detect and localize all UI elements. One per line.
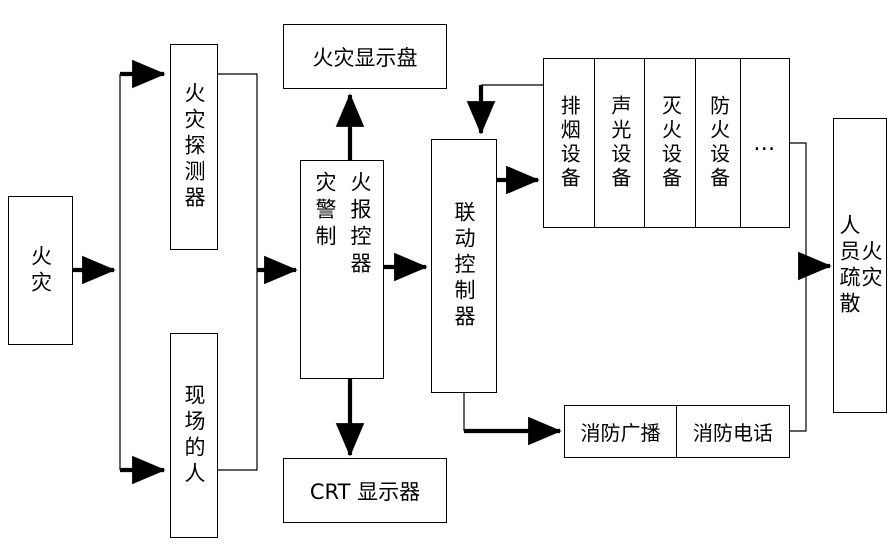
comms-cell-fire-broadcast[interactable]: 消防广播 xyxy=(565,406,677,457)
node-fire-label: 火灾 xyxy=(28,244,53,297)
node-people-on-scene[interactable]: 现场的人 xyxy=(170,333,218,538)
line-sensor-merge xyxy=(218,73,258,471)
equipment-label-more: … xyxy=(753,130,778,156)
equipment-cell-fire-prevention[interactable]: 防火设备 xyxy=(696,59,742,227)
node-people-on-scene-label: 现场的人 xyxy=(182,383,207,488)
equipment-cell-smoke-exhaust[interactable]: 排烟设备 xyxy=(544,59,595,227)
node-fire[interactable]: 火灾 xyxy=(8,196,73,345)
equipment-label-smoke-exhaust: 排烟设备 xyxy=(557,95,582,191)
equipment-label-fire-prevention: 防火设备 xyxy=(706,95,731,191)
node-outcome-evacuation[interactable]: 火灾 人员疏散 xyxy=(833,118,887,413)
comms-cell-fire-telephone[interactable]: 消防电话 xyxy=(693,421,773,445)
node-fire-detector-label: 火灾探测器 xyxy=(182,82,207,212)
line-right-merge-bus xyxy=(790,142,807,432)
node-alarm-controller[interactable]: 火报控器 灾警制 xyxy=(300,160,384,379)
equipment-strip: 排烟设备 声光设备 灭火设备 防火设备 … xyxy=(543,58,790,228)
alarm-controller-label-col-right: 火报控器 xyxy=(348,171,372,279)
alarm-controller-label-col-left: 灾警制 xyxy=(313,171,337,252)
node-outcome-evacuation-label: 火灾 人员疏散 xyxy=(837,213,884,318)
node-crt-display[interactable]: CRT 显示器 xyxy=(283,458,447,523)
node-fire-display-panel[interactable]: 火灾显示盘 xyxy=(283,24,447,89)
equipment-label-audio-visual: 声光设备 xyxy=(607,95,632,191)
node-linkage-controller[interactable]: 联动控制器 xyxy=(431,139,497,393)
equipment-cell-audio-visual[interactable]: 声光设备 xyxy=(595,59,646,227)
alarm-controller-columns: 火报控器 灾警制 xyxy=(301,161,383,378)
equipment-cell-more[interactable]: … xyxy=(741,59,789,227)
equipment-cell-extinguishing[interactable]: 灭火设备 xyxy=(645,59,696,227)
node-fire-detector[interactable]: 火灾探测器 xyxy=(170,44,218,250)
equipment-label-extinguishing: 灭火设备 xyxy=(658,95,683,191)
node-fire-display-panel-label: 火灾显示盘 xyxy=(312,45,418,70)
node-linkage-controller-label: 联动控制器 xyxy=(452,201,477,331)
comms-strip: 消防广播 消防电话 xyxy=(564,405,790,458)
node-crt-display-label: CRT 显示器 xyxy=(309,479,421,504)
